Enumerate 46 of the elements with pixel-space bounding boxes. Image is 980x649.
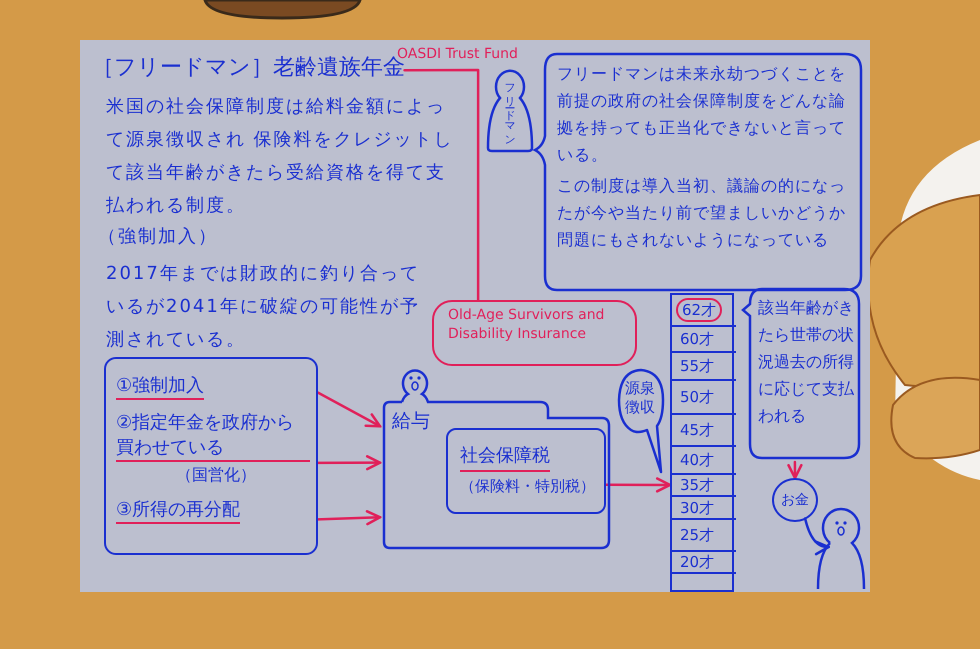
name-label: フリードマン <box>504 76 516 144</box>
note-text: 米国の社会保障制度は給料金額によって源泉徴収され 保険料をクレジットして該当年齢がきたら受給資格を得て支払われる制度。 <box>106 95 455 218</box>
age-label: 30才 <box>680 498 714 516</box>
table-cell <box>672 552 736 574</box>
list-item: ②指定年金を政府から買わせている <box>116 410 310 462</box>
age-label: 55才 <box>680 357 714 375</box>
speech-bubble <box>740 286 862 462</box>
age-label: 25才 <box>680 526 714 544</box>
note-text: （強制加入） <box>98 225 219 249</box>
box-text: 社会保障税 <box>460 442 550 472</box>
bubble-text: 源泉徴収 <box>625 379 656 417</box>
arrow <box>787 460 803 480</box>
arrow <box>804 517 830 554</box>
arrow <box>316 510 382 526</box>
list-item: ③所得の再分配 <box>116 497 240 524</box>
age-label: 60才 <box>680 330 714 348</box>
arrow <box>316 455 382 470</box>
table-cell <box>672 475 736 497</box>
circle-text: お金 <box>781 491 809 509</box>
list-item: （国営化） <box>176 464 257 486</box>
speech-bubble <box>617 368 665 474</box>
age-label: 45才 <box>680 421 714 439</box>
callout-bubble <box>432 300 637 366</box>
speech-bubble <box>535 50 865 294</box>
tax-box <box>446 428 606 514</box>
arrow <box>604 477 672 493</box>
callout-text: Old-Age Survivors and Disability Insurance <box>448 306 606 344</box>
table-cell <box>672 295 736 327</box>
person-figure <box>486 68 534 152</box>
box-text: （保険料・特別税） <box>460 476 596 497</box>
bubble-text: 該当年齢がきたら世帯の状況過去の所得に応じて支払われる <box>758 297 854 427</box>
age-label: 35才 <box>680 476 714 494</box>
body-text: フリードマンは未来永劫つづくことを前提の政府の社会保障制度をどんな論拠を持っても正当化できないと言っている。 <box>557 63 847 166</box>
arrow <box>316 391 382 428</box>
age-label: 50才 <box>680 388 714 406</box>
box-heading: 給与 <box>392 409 430 434</box>
age-label: 62才 <box>676 298 722 322</box>
body-text: この制度は導入当初、議論の的になったが今や当たり前で望ましいかどうか問題にもされないようになっている <box>557 175 847 251</box>
list-box <box>104 357 318 555</box>
money-circle <box>772 478 818 522</box>
list-item: ①強制加入 <box>116 373 204 400</box>
age-label: 40才 <box>680 451 714 469</box>
age-column <box>670 293 734 592</box>
leader-line <box>403 68 480 302</box>
age-label: 20才 <box>680 553 714 571</box>
note-text: 2017年までは財政的に釣り合っているが2041年に破綻の可能性が予測されている。 <box>106 262 421 352</box>
